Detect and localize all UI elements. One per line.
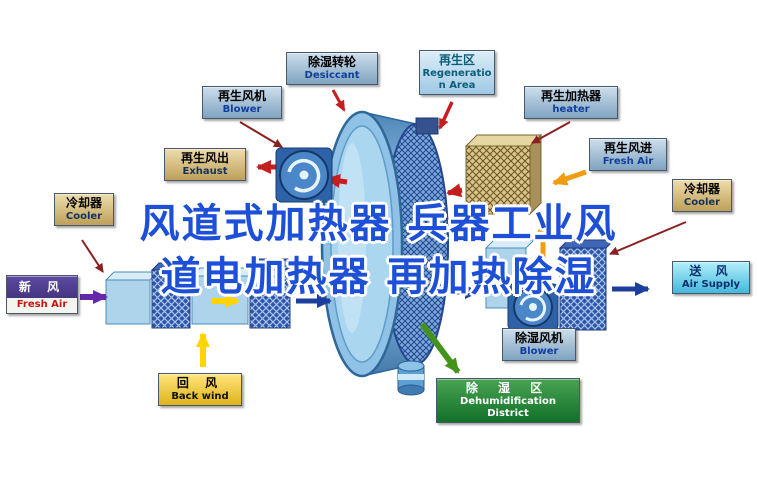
- exhaust-zh: 再生风出: [180, 151, 229, 165]
- regen-area-en: Regeneration Area: [422, 67, 492, 91]
- overlay-title: 风道式加热器 兵器工业风 道电加热器 再加热除湿: [0, 198, 757, 304]
- label-regen-fresh-air: 再生风进 Fresh Air: [589, 138, 667, 171]
- dehumid-fan: [507, 283, 559, 331]
- regen-blower-zh: 再生风机: [217, 89, 266, 103]
- label-fresh-air-inlet: 新 风 Fresh Air: [6, 275, 78, 314]
- back-wind-en: Back wind: [171, 390, 229, 402]
- dehumid-blower-en: Blower: [519, 345, 559, 357]
- label-regen-heater: 再生加热器 heater: [524, 86, 618, 119]
- regen-area-zh: 再生区: [438, 53, 475, 67]
- label-exhaust: 再生风出 Exhaust: [164, 148, 246, 181]
- air-supply-zh: 送 风: [689, 264, 733, 278]
- heater-coil-icon: [465, 145, 531, 215]
- dehumid-blower-zh: 除湿风机: [514, 331, 563, 345]
- dehumid-district-en2: District: [487, 407, 529, 419]
- exhaust-en: Exhaust: [182, 165, 228, 177]
- desiccant-wheel: [320, 110, 449, 378]
- fan-icon: [287, 158, 321, 193]
- cooler-right-zh: 冷却器: [683, 182, 720, 196]
- regen-heater-block: [464, 133, 543, 216]
- fresh-air-zh: 新 风: [18, 280, 66, 294]
- cooler-right-en: Cooler: [683, 196, 721, 208]
- airflow-arrows: [80, 89, 687, 374]
- desiccant-zh: 除湿转轮: [307, 55, 356, 69]
- fan-icon: [519, 294, 547, 322]
- air-supply-en: Air Supply: [681, 278, 741, 290]
- regen-fresh-air-en: Fresh Air: [602, 155, 654, 167]
- regen-fresh-air-zh: 再生风进: [603, 141, 652, 155]
- regen-fan: [275, 147, 333, 203]
- fresh-air-en: Fresh Air: [7, 297, 77, 313]
- regen-heater-en: heater: [552, 103, 590, 115]
- label-air-supply: 送 风 Air Supply: [672, 261, 750, 294]
- drain-cylinder: [397, 360, 425, 396]
- cooler-left-zh: 冷却器: [65, 196, 102, 210]
- overlay-title-line1: 风道式加热器 兵器工业风: [139, 201, 618, 247]
- regen-blower-en: Blower: [222, 103, 262, 115]
- label-dehumid-blower: 除湿风机 Blower: [502, 328, 576, 361]
- label-regen-blower: 再生风机 Blower: [202, 86, 282, 119]
- cooler-left-en: Cooler: [65, 210, 103, 222]
- overlay-title-line2: 道电加热器 再加热除湿: [160, 253, 597, 300]
- desiccant-en: Desiccant: [304, 69, 360, 81]
- dehumid-district-en1: Dehumidification: [459, 395, 557, 407]
- label-desiccant-wheel: 除湿转轮 Desiccant: [286, 52, 378, 85]
- label-regen-area: 再生区 Regeneration Area: [419, 50, 495, 95]
- label-back-wind: 回 风 Back wind: [158, 373, 242, 406]
- dehumid-district-zh: 除 湿 区: [465, 381, 551, 395]
- label-cooler-right: 冷却器 Cooler: [672, 179, 732, 212]
- label-cooler-left: 冷却器 Cooler: [54, 193, 114, 226]
- back-wind-zh: 回 风: [176, 376, 224, 390]
- label-dehumid-district: 除 湿 区 Dehumidification District: [436, 378, 580, 423]
- regen-heater-zh: 再生加热器: [540, 89, 601, 103]
- wheel-motor: [415, 117, 439, 135]
